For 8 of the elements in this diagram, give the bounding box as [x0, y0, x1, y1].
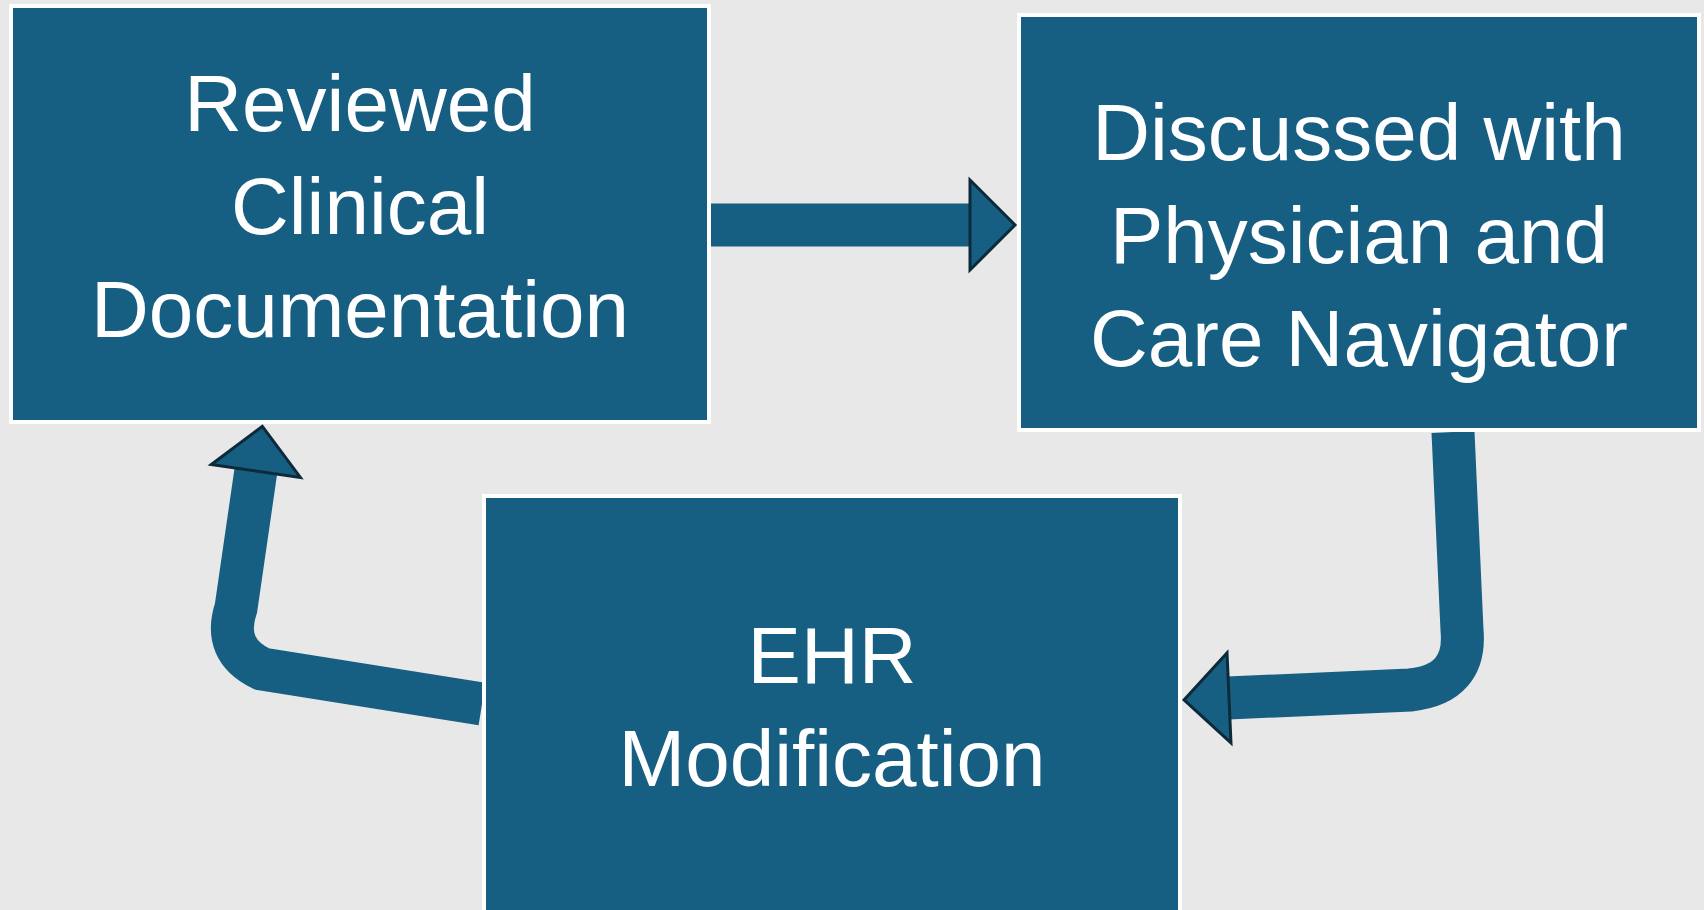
block-arrow — [711, 178, 1017, 272]
process-box — [9, 4, 711, 424]
process-box — [1017, 13, 1701, 432]
process-box — [482, 494, 1182, 910]
box-label: Reviewed Clinical Documentation — [89, 58, 631, 356]
box-label: EHR Modification — [617, 610, 1047, 805]
block-arrow — [1182, 431, 1484, 745]
box-label: Discussed with Physician and Care Navigator — [1089, 87, 1629, 385]
